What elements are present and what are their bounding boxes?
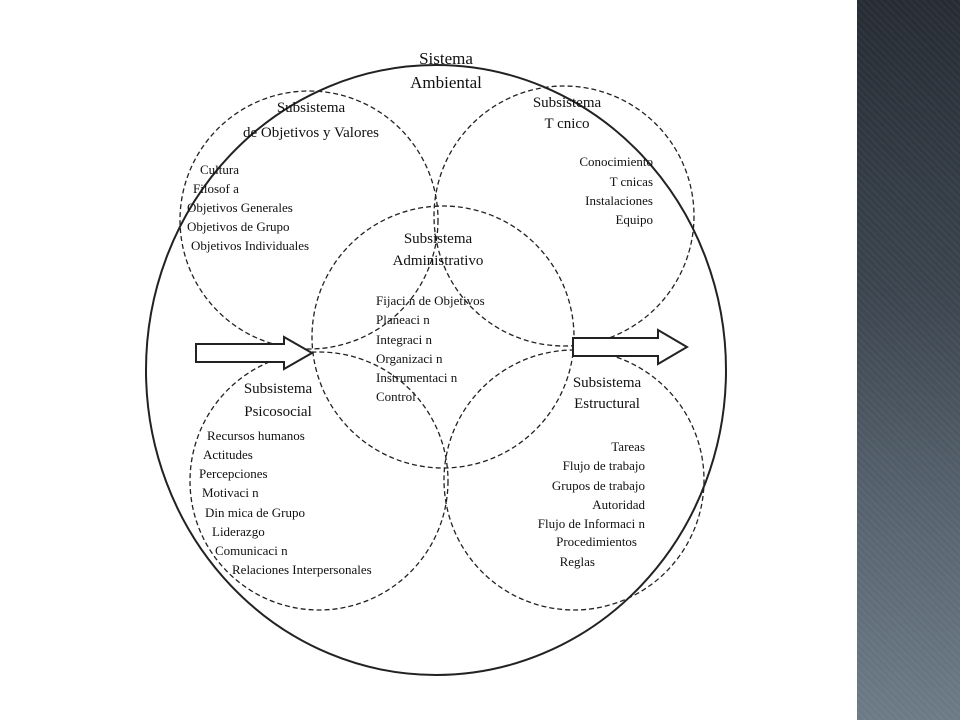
- structural-subsystem-items: Tareas Flujo de trabajo Grupos de trabaj…: [538, 439, 646, 569]
- psychosocial-item: Comunicaci n: [215, 543, 288, 558]
- output-arrow: [572, 328, 689, 366]
- structural-item: Grupos de trabajo: [552, 478, 645, 493]
- psychosocial-item: Recursos humanos: [207, 428, 305, 443]
- environment-title-line2: Ambiental: [410, 73, 482, 92]
- values-subsystem-title-line1: Subsistema: [277, 100, 346, 116]
- structural-item: Flujo de trabajo: [563, 458, 645, 473]
- technical-item: Instalaciones: [585, 193, 653, 208]
- structural-item: Flujo de Informaci n: [538, 516, 646, 531]
- psychosocial-item: Relaciones Interpersonales: [232, 562, 372, 577]
- structural-subsystem-title-line1: Subsistema: [573, 375, 642, 391]
- administrative-item: Planeaci n: [376, 312, 430, 327]
- administrative-subsystem-items: Fijaci n de Objetivos Planeaci n Integra…: [376, 293, 485, 404]
- values-item: Objetivos Generales: [187, 200, 293, 215]
- decorative-side-band: [857, 0, 960, 720]
- administrative-subsystem-title-line2: Administrativo: [393, 253, 484, 269]
- values-subsystem-circle: [179, 90, 439, 350]
- technical-subsystem-circle: [433, 85, 695, 347]
- administrative-item: Integraci n: [376, 332, 432, 347]
- technical-subsystem-title-line2: T cnico: [544, 116, 589, 132]
- psychosocial-subsystem-title-line1: Subsistema: [244, 381, 313, 397]
- psychosocial-item: Din mica de Grupo: [205, 505, 305, 520]
- technical-subsystem-items: Conocimiento T cnicas Instalaciones Equi…: [579, 154, 653, 227]
- administrative-item: Fijaci n de Objetivos: [376, 293, 485, 308]
- values-item: Filosof a: [193, 181, 239, 196]
- administrative-item: Instrumentaci n: [376, 370, 458, 385]
- technical-subsystem-title-line1: Subsistema: [533, 95, 602, 111]
- environment-circle: [145, 64, 727, 676]
- psychosocial-item: Percepciones: [199, 466, 268, 481]
- values-item: Cultura: [200, 162, 239, 177]
- psychosocial-item: Actitudes: [203, 447, 253, 462]
- psychosocial-subsystem-circle: [189, 351, 449, 611]
- administrative-item: Organizaci n: [376, 351, 443, 366]
- structural-item: Procedimientos: [556, 534, 637, 549]
- psychosocial-subsystem-items: Recursos humanos Actitudes Percepciones …: [199, 428, 372, 577]
- structural-item: Autoridad: [592, 497, 645, 512]
- environment-title-line1: Sistema: [419, 49, 473, 68]
- values-item: Objetivos de Grupo: [187, 219, 290, 234]
- values-item: Objetivos Individuales: [191, 238, 309, 253]
- technical-item: Conocimiento: [579, 154, 653, 169]
- administrative-item: Control: [376, 389, 416, 404]
- administrative-subsystem-title-line1: Subsistema: [404, 231, 473, 247]
- structural-subsystem-title-line2: Estructural: [574, 396, 640, 412]
- structural-item: Reglas: [560, 554, 595, 569]
- open-systems-diagram: Sistema Ambiental Subsistema de Objetivo…: [145, 49, 727, 676]
- psychosocial-item: Liderazgo: [212, 524, 265, 539]
- psychosocial-item: Motivaci n: [202, 485, 259, 500]
- technical-item: T cnicas: [610, 174, 653, 189]
- values-subsystem-title-line2: de Objetivos y Valores: [243, 125, 379, 141]
- values-subsystem-items: Cultura Filosof a Objetivos Generales Ob…: [187, 162, 309, 253]
- input-arrow: [195, 335, 315, 371]
- technical-item: Equipo: [615, 212, 653, 227]
- psychosocial-subsystem-title-line2: Psicosocial: [244, 404, 312, 420]
- structural-item: Tareas: [611, 439, 645, 454]
